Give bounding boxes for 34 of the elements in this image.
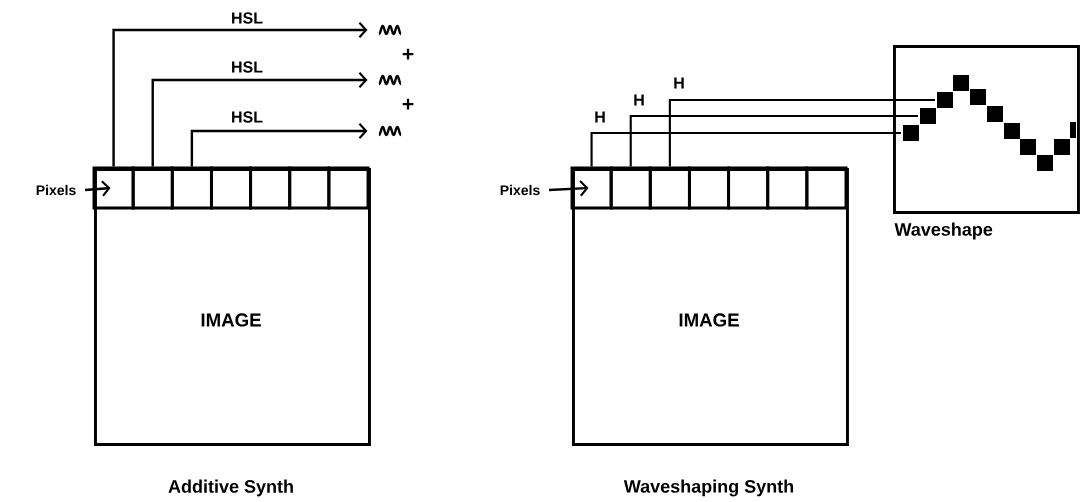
- pixel-cell: [648, 166, 691, 210]
- pixel-cell: [170, 166, 213, 210]
- connector-line: [590, 131, 901, 167]
- edge-label: HSL: [232, 61, 263, 73]
- arrow: [190, 122, 368, 167]
- synth-name: Waveshaping Synth: [623, 479, 794, 497]
- wave-symbol: [377, 125, 403, 137]
- wave-symbol: [377, 74, 403, 86]
- pixel-cell: [570, 166, 613, 210]
- input-label: Pixels: [36, 184, 76, 196]
- pixel-cell: [609, 166, 652, 210]
- edge-label: HSL: [232, 111, 263, 123]
- connector-line: [668, 98, 935, 167]
- arrow: [151, 71, 368, 167]
- plus-sign: +: [402, 48, 414, 60]
- input-arrow: [549, 180, 589, 197]
- image-box: IMAGE: [94, 168, 371, 446]
- pixel-cell: [805, 166, 848, 210]
- edge-label: HSL: [232, 12, 263, 24]
- image-box: IMAGE: [572, 168, 849, 446]
- pixel-cell: [92, 166, 135, 210]
- edge-label: H: [634, 94, 644, 106]
- connector-line: [629, 114, 918, 167]
- pixel-cell: [327, 166, 370, 210]
- input-arrow: [84, 180, 111, 197]
- synth-name: Additive Synth: [168, 479, 293, 497]
- pixel-cell: [131, 166, 174, 210]
- edge-label: H: [674, 77, 684, 89]
- wave-symbol: [377, 24, 403, 36]
- arrow: [112, 21, 368, 167]
- plus-sign: +: [402, 98, 414, 110]
- edge-label: H: [595, 111, 605, 123]
- input-label: Pixels: [500, 184, 540, 196]
- waveshape-box: Waveshape: [893, 45, 1080, 240]
